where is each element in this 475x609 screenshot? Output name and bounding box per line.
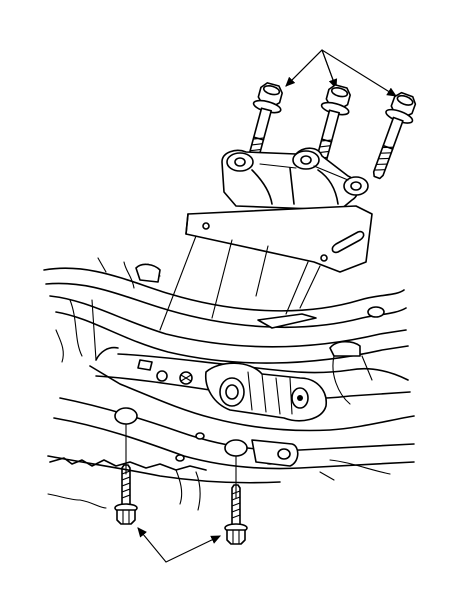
upper-bolts-group: [236, 49, 422, 184]
bracket-slot: [331, 230, 365, 254]
crossmember-hole-right: [224, 439, 248, 457]
lower-bolts-group: [114, 423, 248, 563]
frame-rail: [43, 257, 409, 364]
mount-bracket: [159, 147, 373, 331]
crossmember-hole-left: [114, 407, 138, 425]
lower-crossmember: [47, 365, 415, 511]
upper-bolt-right: [363, 89, 422, 184]
drivetrain-assembly: [95, 340, 411, 422]
lower-callout-leader: [137, 527, 167, 563]
